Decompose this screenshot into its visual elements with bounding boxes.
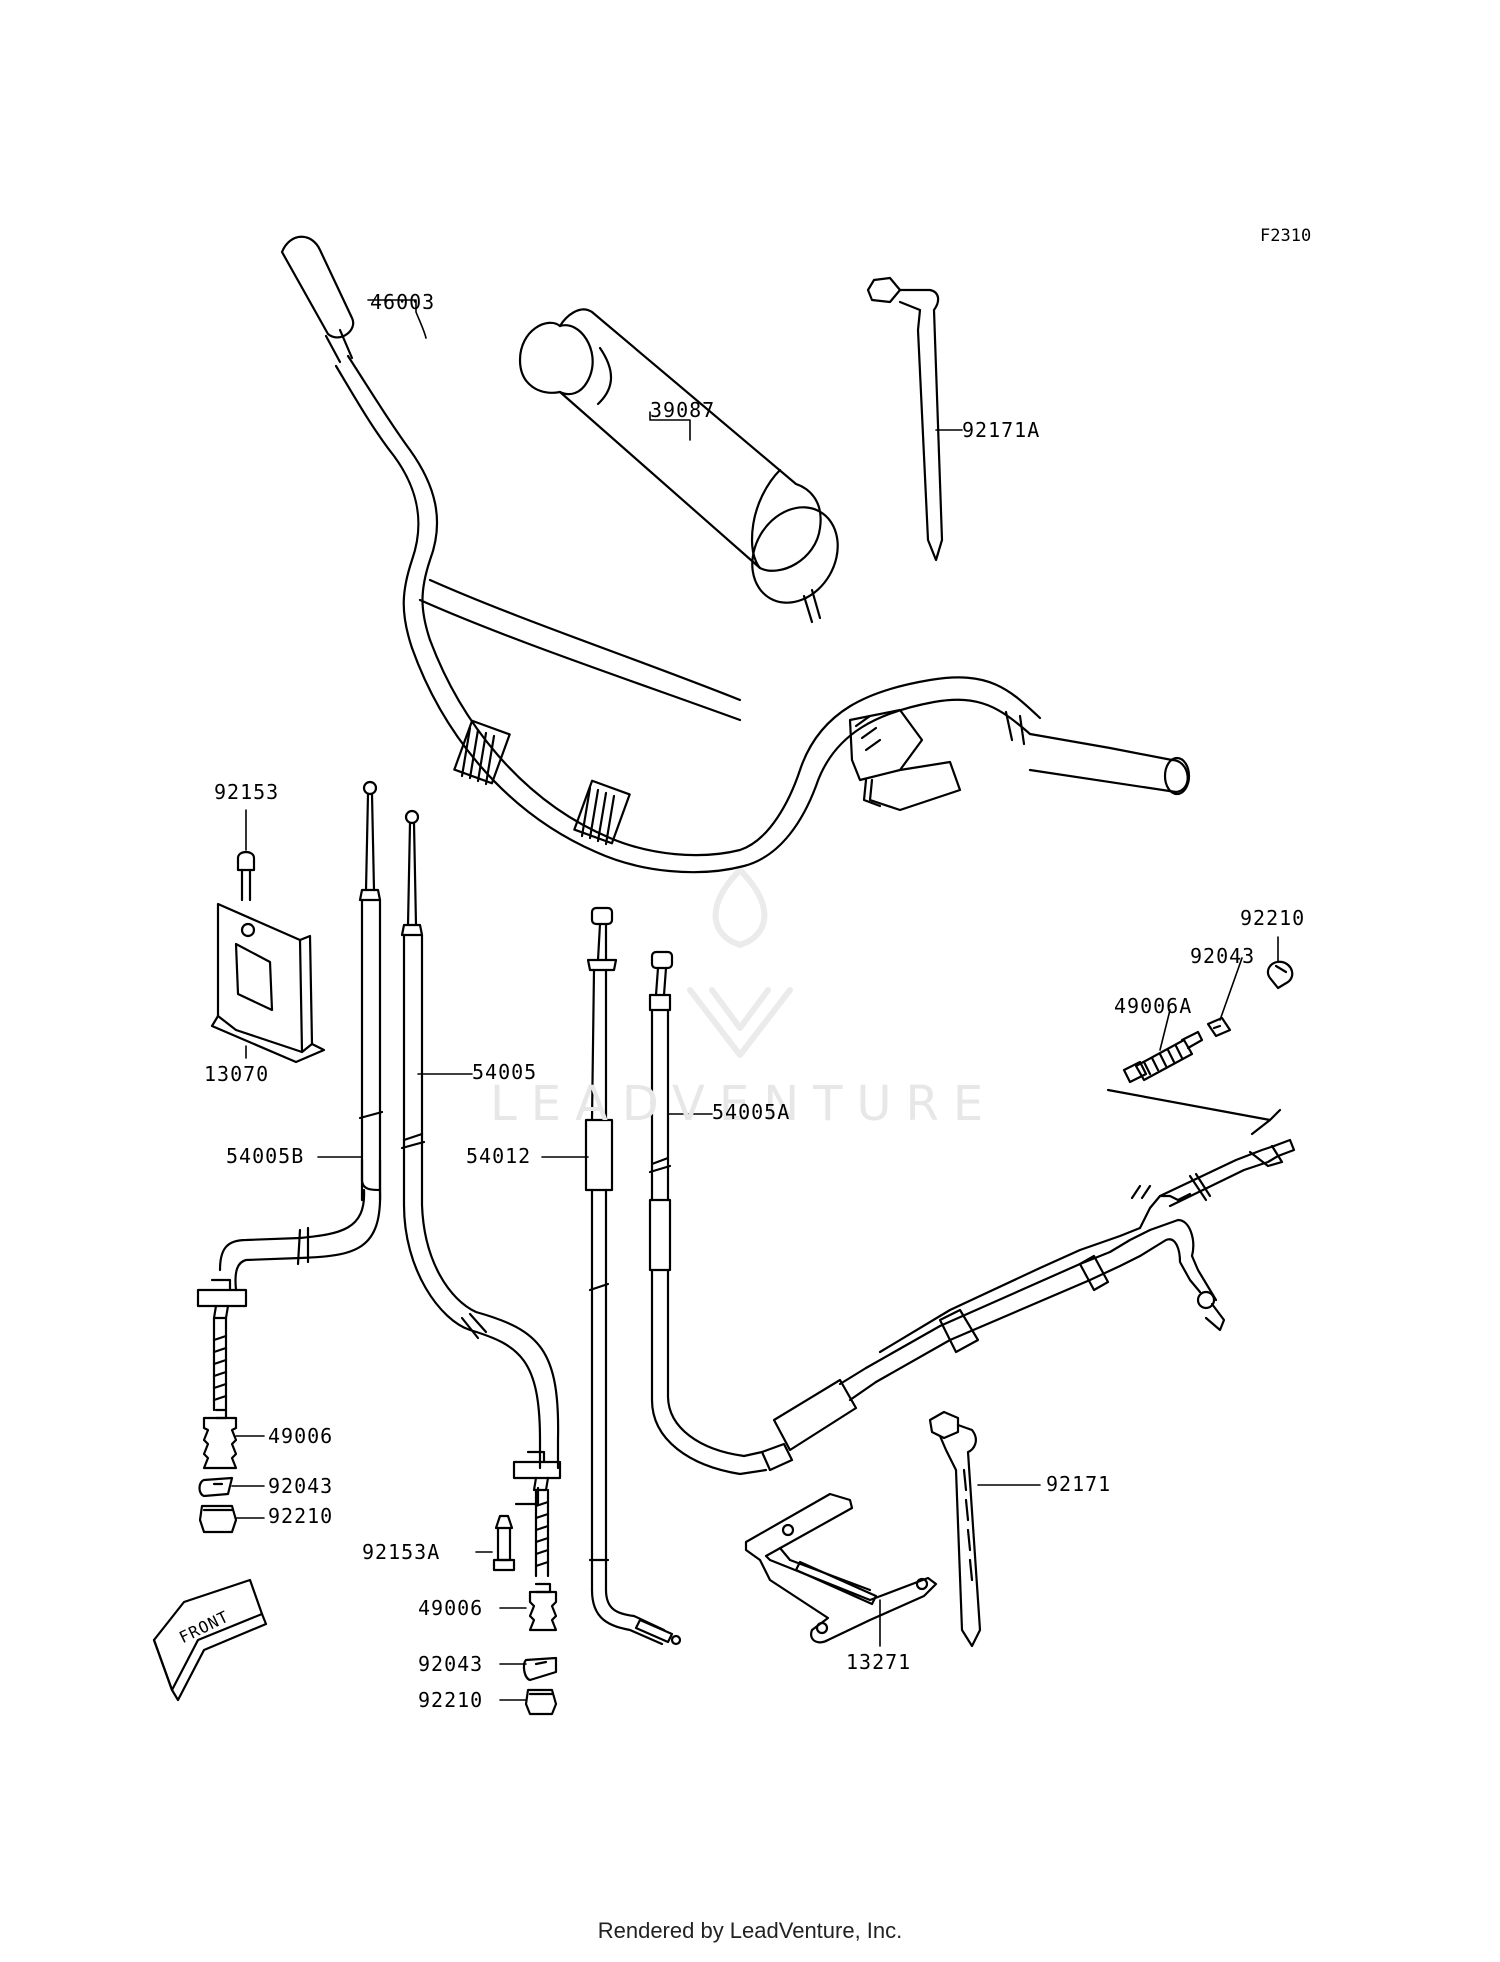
part-label-13070[interactable]: 13070 — [204, 1062, 270, 1086]
part-label-49006-left[interactable]: 49006 — [268, 1424, 334, 1448]
watermark-logo — [690, 870, 790, 1055]
part-label-49006-middle[interactable]: 49006 — [418, 1596, 484, 1620]
part-label-39087[interactable]: 39087 — [650, 398, 716, 422]
handlebar[interactable] — [282, 237, 1189, 872]
part-label-92153[interactable]: 92153 — [214, 780, 280, 804]
cable-tie-lower[interactable] — [930, 1412, 980, 1646]
bracket-13271[interactable] — [746, 1494, 936, 1642]
part-label-54005[interactable]: 54005 — [472, 1060, 538, 1084]
part-label-54005b[interactable]: 54005B — [226, 1144, 305, 1168]
part-label-92171a[interactable]: 92171A — [962, 418, 1041, 442]
footer-credit: Rendered by LeadVenture, Inc. — [597, 1918, 903, 1943]
bracket-13070[interactable] — [212, 852, 324, 1062]
adjuster-right[interactable] — [1108, 962, 1292, 1134]
front-arrow — [154, 1580, 266, 1700]
cable-54012[interactable] — [586, 908, 680, 1644]
cable-tie-upper[interactable] — [868, 278, 942, 560]
part-label-54012[interactable]: 54012 — [466, 1144, 532, 1168]
cable-54005a[interactable] — [650, 952, 766, 1474]
part-label-92171[interactable]: 92171 — [1046, 1472, 1112, 1496]
part-label-92043-left[interactable]: 92043 — [268, 1474, 334, 1498]
part-label-92043-middle[interactable]: 92043 — [418, 1652, 484, 1676]
adjuster-middle[interactable] — [494, 1488, 556, 1714]
part-label-13271[interactable]: 13271 — [846, 1650, 912, 1674]
part-label-92043-right[interactable]: 92043 — [1190, 944, 1256, 968]
handlebar-pad[interactable] — [520, 309, 855, 622]
part-label-49006a[interactable]: 49006A — [1114, 994, 1193, 1018]
part-label-92153a[interactable]: 92153A — [362, 1540, 441, 1564]
adjuster-left[interactable] — [200, 1410, 237, 1532]
diagram-code: F2310 — [1260, 226, 1312, 246]
part-label-92210-left[interactable]: 92210 — [268, 1504, 334, 1528]
leader-lines — [232, 300, 1278, 1700]
watermark-text: LEADVENTURE — [490, 1076, 998, 1132]
part-label-92210-right[interactable]: 92210 — [1240, 906, 1306, 930]
cable-54005b[interactable] — [198, 782, 382, 1410]
part-label-54005a[interactable]: 54005A — [712, 1100, 791, 1124]
throttle-junction[interactable] — [762, 1140, 1294, 1470]
cable-54005[interactable] — [402, 811, 560, 1576]
part-label-92210-middle[interactable]: 92210 — [418, 1688, 484, 1712]
part-label-46003[interactable]: 46003 — [370, 290, 436, 314]
